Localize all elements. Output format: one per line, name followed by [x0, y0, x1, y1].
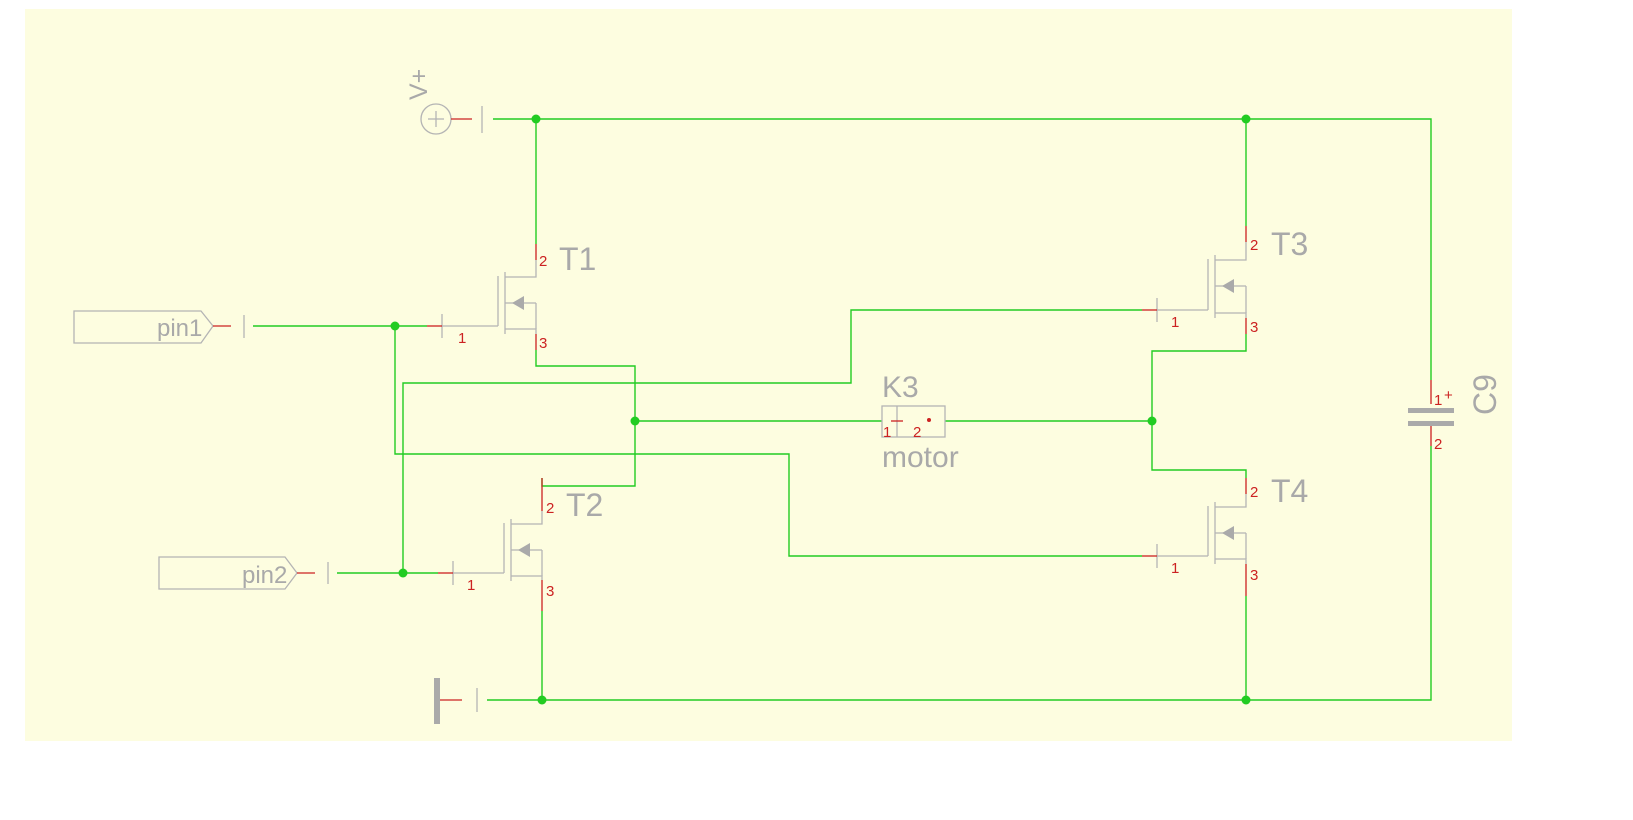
pin-number: 3: [1250, 567, 1258, 584]
ground-symbol[interactable]: [434, 678, 478, 724]
part-reference: T1: [559, 241, 596, 277]
junction-dot: [1241, 695, 1251, 705]
junction-dot: [531, 114, 541, 124]
capacitor-icon: [1408, 408, 1454, 426]
junction-dot: [398, 568, 408, 578]
part-reference: T4: [1271, 473, 1308, 509]
wire-ground-rail[interactable]: [487, 446, 1432, 701]
ground-icon: [434, 678, 440, 724]
pin-number: 2: [1250, 484, 1258, 501]
port-flag-icon: [73, 310, 214, 344]
mosfet-icon: [452, 511, 543, 585]
port-pin1[interactable]: pin1: [73, 310, 245, 344]
port-flag-icon: [158, 556, 298, 590]
transistor-t2[interactable]: 2 3 1 T2: [438, 478, 603, 611]
pin-number: 1: [1171, 560, 1179, 577]
terminal-dot: [927, 418, 931, 422]
pin-number: 3: [539, 335, 547, 352]
power-symbol[interactable]: V+: [405, 69, 483, 135]
part-reference: C9: [1467, 374, 1503, 415]
port-pin2[interactable]: pin2: [158, 556, 329, 590]
arrow-icon: [1222, 279, 1234, 293]
junction-dot: [390, 321, 400, 331]
pin-number: 2: [1250, 237, 1258, 254]
motor-icon: [881, 405, 946, 438]
transistor-t3[interactable]: 2 3 1 T3: [1142, 226, 1308, 336]
arrow-icon: [518, 543, 530, 557]
transistor-t1[interactable]: 2 3 1 T1: [427, 241, 596, 352]
part-reference: T2: [566, 487, 603, 523]
part-reference: T3: [1271, 226, 1308, 262]
power-label: V+: [405, 69, 433, 100]
junction-dot: [630, 416, 640, 426]
junctions: [390, 114, 1251, 705]
part-value: motor: [882, 441, 959, 474]
arrow-icon: [512, 296, 524, 310]
junction-dot: [537, 695, 547, 705]
wire-t3-source[interactable]: [1151, 334, 1247, 478]
pin-number: 2: [546, 500, 554, 517]
transistor-t4[interactable]: 2 3 1 T4: [1142, 473, 1308, 596]
part-reference: K3: [882, 371, 919, 404]
schematic-sheet: [25, 9, 1512, 741]
pin-number: 3: [1250, 319, 1258, 336]
polarity-mark: +: [1444, 387, 1453, 404]
pin-number: 1: [458, 330, 466, 347]
port-label: pin1: [157, 315, 202, 342]
pin-number: 2: [913, 424, 921, 441]
pin-number: 1: [1171, 314, 1179, 331]
pin-number: 1: [1434, 392, 1442, 409]
wire-pin1-to-t4[interactable]: [394, 326, 1142, 557]
mosfet-icon: [441, 260, 537, 338]
pin-number: 3: [546, 583, 554, 600]
capacitor-c9[interactable]: 1 + 2 C9: [1408, 374, 1503, 453]
wire-pin2-to-t3[interactable]: [402, 309, 1142, 573]
junction-dot: [1241, 114, 1251, 124]
mosfet-icon: [1156, 494, 1247, 568]
pin-number: 1: [467, 577, 475, 594]
pin-number: 1: [883, 424, 891, 441]
motor-k3[interactable]: 1 2 K3 motor: [881, 371, 959, 474]
wire-vplus-rail[interactable]: [493, 118, 1432, 380]
mosfet-icon: [1156, 242, 1247, 322]
pin-number: 2: [1434, 436, 1442, 453]
port-label: pin2: [242, 562, 287, 589]
junction-dot: [1147, 416, 1157, 426]
arrow-icon: [1222, 526, 1234, 540]
pin-number: 2: [539, 253, 547, 270]
